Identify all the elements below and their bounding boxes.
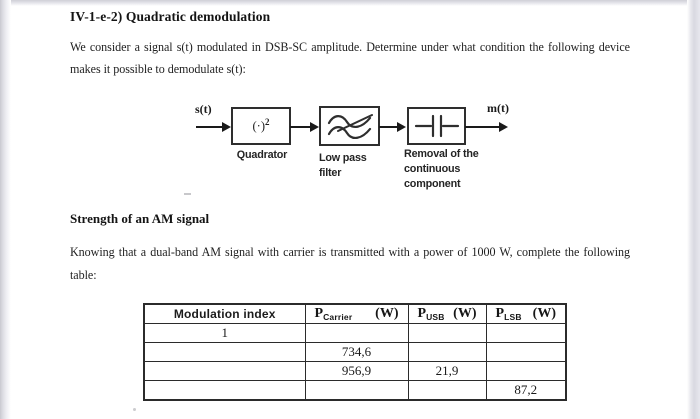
table-row: 956,9 21,9 bbox=[143, 361, 567, 381]
lowpass-waves-icon bbox=[327, 114, 373, 139]
table-row: 1 bbox=[143, 323, 567, 343]
table-cell bbox=[485, 361, 567, 381]
output-arrow-line bbox=[465, 126, 500, 128]
table-cell bbox=[304, 380, 409, 401]
quadrator-block: (·)2 bbox=[231, 107, 291, 145]
exercise-intro-paragraph: We consider a signal s(t) modulated in D… bbox=[70, 40, 630, 76]
table-cell bbox=[485, 323, 567, 343]
scan-edge-left bbox=[0, 0, 11, 419]
arrow-line-1 bbox=[290, 126, 311, 128]
column-header-modulation-index: Modulation index bbox=[143, 303, 306, 324]
table-cell: 1 bbox=[143, 323, 306, 343]
table-cell bbox=[143, 361, 306, 381]
scan-edge-right bbox=[687, 0, 700, 419]
quadrator-caption: Quadrator bbox=[236, 149, 288, 161]
table-cell bbox=[407, 342, 487, 362]
table-cell: 956,9 bbox=[304, 361, 409, 381]
column-header-p-usb: PUSB(W) bbox=[407, 303, 487, 324]
table-cell: 21,9 bbox=[407, 361, 487, 381]
output-signal-label: m(t) bbox=[487, 101, 509, 115]
demodulator-block-diagram: s(t) (·)2 m(t) Qu bbox=[180, 96, 530, 198]
am-exercise-paragraph: Knowing that a dual-band AM signal with … bbox=[70, 245, 630, 282]
table-cell: 87,2 bbox=[485, 380, 567, 401]
table-cell bbox=[485, 342, 567, 362]
square-law-symbol: (·)2 bbox=[252, 117, 270, 134]
exercise-title: IV-1-e-2) Quadratic demodulation bbox=[70, 9, 271, 24]
arrowhead-1-icon bbox=[310, 122, 319, 132]
table-cell: 734,6 bbox=[304, 342, 409, 362]
dc-removal-block bbox=[407, 107, 466, 145]
capacitor-icon bbox=[414, 114, 459, 138]
arrow-line-2 bbox=[379, 126, 398, 128]
section-title-am-strength: Strength of an AM signal bbox=[70, 211, 210, 226]
input-signal-label: s(t) bbox=[195, 102, 212, 116]
table-cell bbox=[143, 380, 306, 401]
scan-artifact-mark bbox=[184, 193, 191, 195]
table-row: 87,2 bbox=[143, 380, 567, 401]
table-cell bbox=[407, 380, 487, 401]
scan-edge-top bbox=[0, 0, 700, 6]
column-header-p-carrier: PCarrier(W) bbox=[304, 303, 409, 324]
column-header-p-lsb: PLSB(W) bbox=[485, 303, 567, 324]
table-row: 734,6 bbox=[143, 342, 567, 362]
lowpass-filter-caption: Low pass filter bbox=[319, 152, 367, 179]
lowpass-filter-block bbox=[319, 106, 380, 146]
arrowhead-2-icon bbox=[397, 122, 406, 132]
table-header-row: Modulation index PCarrier(W) PUSB(W) PLS… bbox=[143, 303, 567, 324]
am-power-table: Modulation index PCarrier(W) PUSB(W) PLS… bbox=[143, 303, 567, 401]
input-arrowhead-icon bbox=[222, 122, 231, 132]
table-cell bbox=[304, 323, 409, 343]
table-cell bbox=[143, 342, 306, 362]
input-arrow-line bbox=[196, 126, 223, 128]
table-cell bbox=[407, 323, 487, 343]
output-arrowhead-icon bbox=[499, 122, 508, 132]
dc-removal-caption: Removal of the continuous component bbox=[404, 148, 479, 190]
scan-artifact-dot bbox=[133, 408, 136, 411]
